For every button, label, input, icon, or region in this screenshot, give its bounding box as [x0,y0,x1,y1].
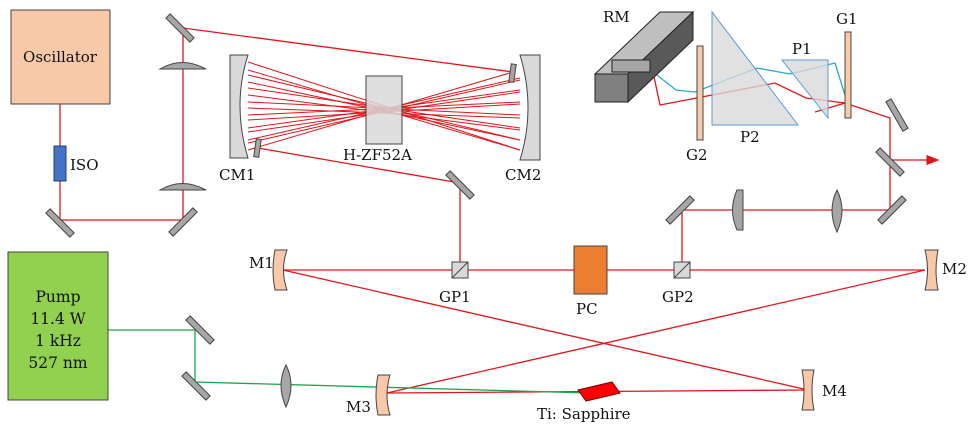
pockels-cell [573,245,608,295]
cm2-pickoff [508,63,517,83]
ti-sapphire-crystal [577,381,621,402]
h-zf52a-label: H-ZF52A [343,146,412,164]
pump-wavelength-label: 527 nm [28,354,87,372]
fold-mirror [181,371,211,401]
lens [280,363,292,409]
oscillator-label: Oscillator [23,48,98,66]
fold-mirror [185,315,215,345]
roof-mirror-rm [593,10,695,104]
prism-p1 [780,59,829,120]
isolator [53,145,67,182]
beam-m2-to-m3 [386,269,926,394]
grating-g1 [844,31,852,119]
fold-mirror [445,170,475,200]
m4-mirror [801,369,815,411]
blue-beam-paths [652,62,846,96]
oscillator-box [10,9,111,105]
g1-label: G1 [836,10,858,28]
gp1-label: GP1 [439,288,471,306]
gp2-polarizer [673,261,691,279]
p2-label: P2 [740,128,760,146]
rm-label: RM [603,8,630,26]
fold-mirror [877,195,907,225]
prism-p2 [711,10,800,126]
pump-power-label: 11.4 W [30,310,85,328]
pump-laser-box [7,251,109,401]
beam-top-to-cm2 [182,27,514,73]
m1-label: M1 [249,254,274,272]
g2-label: G2 [686,146,708,164]
beam-cm1-pickoff-to-mirror [257,147,461,184]
m3-mirror [375,374,391,416]
lens [831,188,843,234]
isolator-label: ISO [70,156,99,174]
lens [158,62,207,70]
fold-mirror [875,147,905,177]
cm1-pickoff [253,138,262,158]
pump-label: Pump [35,288,80,306]
h-zf52a-glass [365,75,403,145]
m2-label: M2 [942,260,967,278]
lens [158,183,207,191]
ti-sapphire-label: Ti: Sapphire [537,405,631,423]
fold-mirror [665,195,695,225]
fold-mirror [45,208,75,238]
cm2-mirror [519,54,541,161]
pc-label: PC [576,300,598,318]
beam-m1-to-m4 [282,269,809,391]
p1-label: P1 [792,40,812,58]
m2-mirror [924,249,939,291]
grating-g2 [696,45,704,141]
m3-label: M3 [346,398,371,416]
fold-mirror [165,13,195,43]
fold-mirror [885,98,909,132]
gp2-label: GP2 [662,288,694,306]
m4-label: M4 [822,382,847,400]
cm1-mirror [229,54,249,159]
lens [732,189,744,231]
beam-compressor-red-2 [814,102,846,113]
gp1-polarizer [451,261,469,279]
cm2-label: CM2 [505,166,541,184]
pump-rate-label: 1 kHz [35,332,81,350]
green-beam-paths [108,329,591,394]
beam-gp2-to-compressor [681,102,891,270]
cm1-label: CM1 [219,166,255,184]
fold-mirror [168,207,198,237]
m1-mirror [272,249,288,291]
